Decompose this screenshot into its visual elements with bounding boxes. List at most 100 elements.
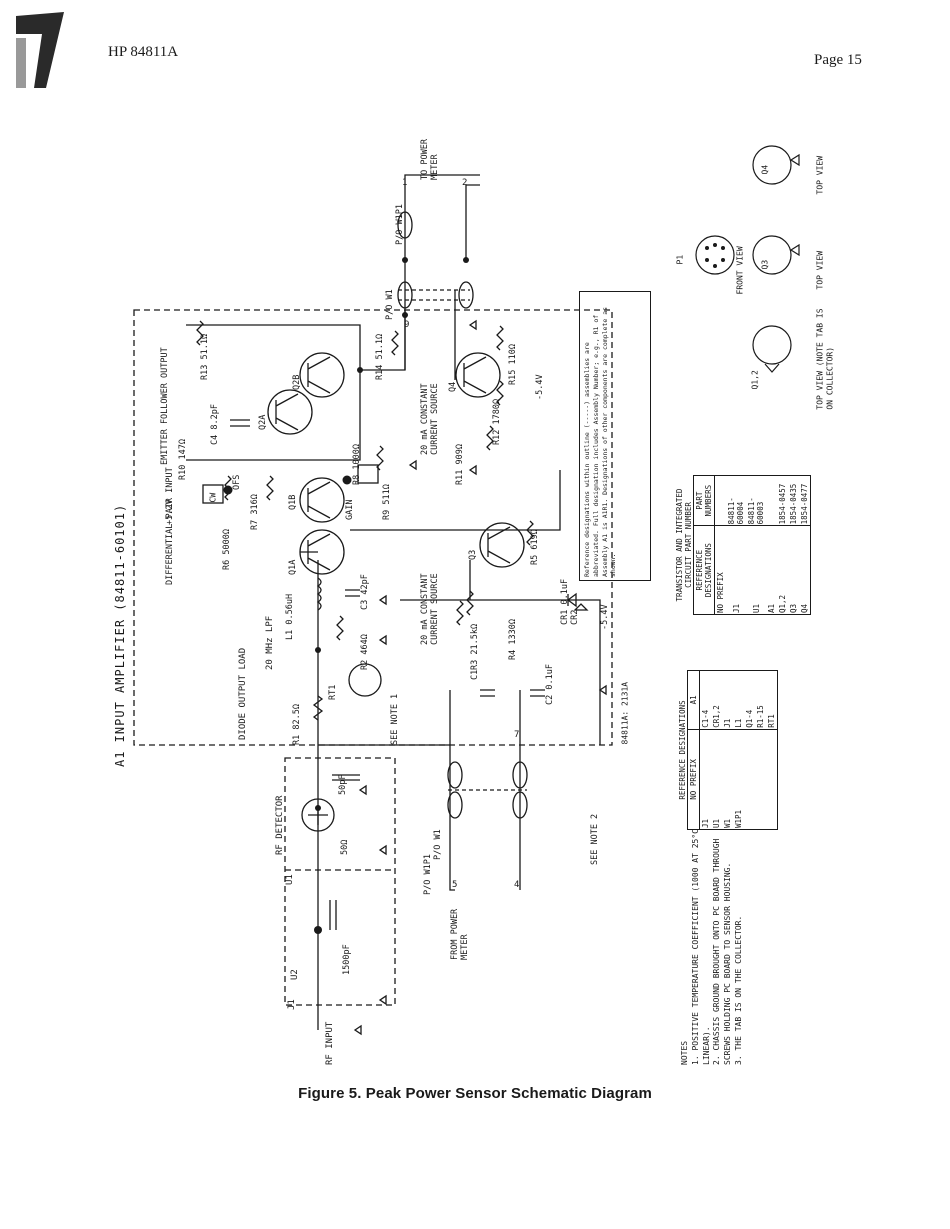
label-u2: U2 [290,969,300,980]
pinout-drawings [695,145,800,373]
board-id-label: 84811A: 2131A [620,681,630,745]
label-r2: R2 464Ω [360,634,370,670]
label-c3: C3 42pF [360,574,370,610]
section-diode-output-load: DIODE OUTPUT LOAD [238,647,248,740]
label-r15: R15 110Ω [508,344,518,385]
label-r1: R1 82.5Ω [292,704,302,745]
ref-table-header: A1 [687,670,700,730]
table-cell: Q1-4 [744,670,755,730]
table-cell: C1-4 [699,670,711,730]
pinout-q4-label: Q4 [760,164,770,175]
pinout-q12-view: TOP VIEW (NOTE TAB IS ON COLLECTOR) [815,308,834,410]
notes-title: NOTES [680,1040,689,1065]
label-r4: R4 1330Ω [508,619,518,660]
label-pin-2: 2 [462,178,468,188]
section-lpf: 20 MHz LPF [265,615,275,670]
part-number-table: TRANSISTOR AND INTEGRATED CIRCUIT PART N… [675,475,811,615]
table-cell: R1-15 [755,670,766,730]
document-model: HP 84811A [108,44,179,60]
label-m54v: -5.4V [600,604,610,630]
label-q3: Q3 [468,549,478,560]
label-ofs: OFS [232,474,242,490]
label-see-note-1: SEE NOTE 1 [390,693,400,745]
note-item: 3. THE TAB IS ON THE COLLECTOR. [733,915,743,1065]
page-number: Page 15 [814,52,862,68]
section-ccs-1: 20 mA CONSTANT CURRENT SOURCE [420,573,440,645]
label-po-w1-top: P/O W1 [385,289,395,320]
label-po-w1-bottom: P/O W1 [433,829,443,860]
pinout-p1-label: P1 [675,254,685,265]
label-l1: L1 0.56uH [285,593,295,640]
label-r5: R5 619Ω [530,529,540,565]
table-cell: 1854-0457 [777,475,788,526]
label-cr2: CR2 [570,609,580,625]
label-pin-4: 4 [514,880,520,890]
label-pin-7: 7 [514,730,520,740]
table-cell: L1 [733,670,744,730]
table-row: NO PREFIX [714,475,726,615]
part-table-header: PART NUMBERS [693,475,715,526]
label-q1a: Q1A [288,559,298,575]
label-gain: GAIN [345,499,355,520]
label-q2b: Q2B [292,374,302,390]
section-emitter-follower: EMITTER FOLLOWER OUTPUT [160,347,170,465]
table-cell: 1854-0435 [788,475,799,526]
pinout-q3-view: TOP VIEW [815,250,825,290]
note-item: 2. CHASSIS GROUND BROUGHT ONTO PC BOARD … [712,838,733,1065]
label-po-w1p1-top: P/O W1P1 [395,204,405,245]
reference-note-box: Reference designations within outline (-… [579,291,651,581]
table-cell: CR1,2 [711,670,722,730]
table-cell [714,475,726,526]
label-c2: C2 0.1uF [545,664,555,705]
label-cw: CW [208,492,218,503]
part-table: REFERENCE DESIGNATIONS PART NUMBERS NO P… [693,475,811,615]
label-c4: C4 8.2pF [210,404,220,445]
notes-block: NOTES 1. POSITIVE TEMPERATURE COEFFICIEN… [680,805,790,1065]
table-cell: Q3 [788,525,799,615]
table-cell: 84811-60004 [726,475,746,526]
label-r10: R10 147Ω [178,439,188,480]
section-rf-detector: RF DETECTOR [275,795,285,855]
section-to-meter: TO POWER METER [420,139,440,180]
figure-caption: Figure 5. Peak Power Sensor Schematic Di… [298,1085,652,1102]
reference-note-text: Reference designations within outline (-… [583,306,618,577]
label-p5v: +5.2V [165,499,175,525]
label-j1-connector: J1 [287,999,297,1010]
pinout-p1-view: FRONT VIEW [735,246,745,295]
label-m5v: -5.4V [535,374,545,400]
table-cell: 1854-0477 [799,475,811,526]
label-c1: C1 [470,669,480,680]
label-r11: R11 909Ω [455,444,465,485]
label-q4: Q4 [448,381,458,392]
table-cell: U1 [746,525,766,615]
label-see-note-2: SEE NOTE 2 [590,813,600,865]
label-rt1: RT1 [328,684,338,700]
table-cell: RT1 [766,670,778,730]
table-cell: A1 [766,525,777,615]
label-r9: R9 511Ω [382,484,392,520]
table-cell: NO PREFIX [714,525,726,615]
label-r13: R13 51.1Ω [200,333,210,380]
label-r6: R6 5000Ω [222,529,232,570]
pinout-q12-label: Q1,2 [750,370,760,390]
table-cell: 84811-60003 [746,475,766,526]
pinout-q3-label: Q3 [760,259,770,270]
part-table-header: REFERENCE DESIGNATIONS [693,525,715,615]
label-cr1: CR1 0.1uF [560,578,570,625]
table-cell: J1 [726,525,746,615]
hp-logo-mark [16,12,64,88]
table-row: A1 [766,475,777,615]
table-cell: J1 [722,670,733,730]
label-r7: R7 316Ω [250,494,260,530]
table-cell: Q4 [799,525,811,615]
label-c-50: 50pF [338,774,348,795]
label-q2a: Q2A [258,414,268,430]
section-ccs-2: 20 mA CONSTANT CURRENT SOURCE [420,383,440,455]
label-r14: R14 51.1Ω [375,333,385,380]
